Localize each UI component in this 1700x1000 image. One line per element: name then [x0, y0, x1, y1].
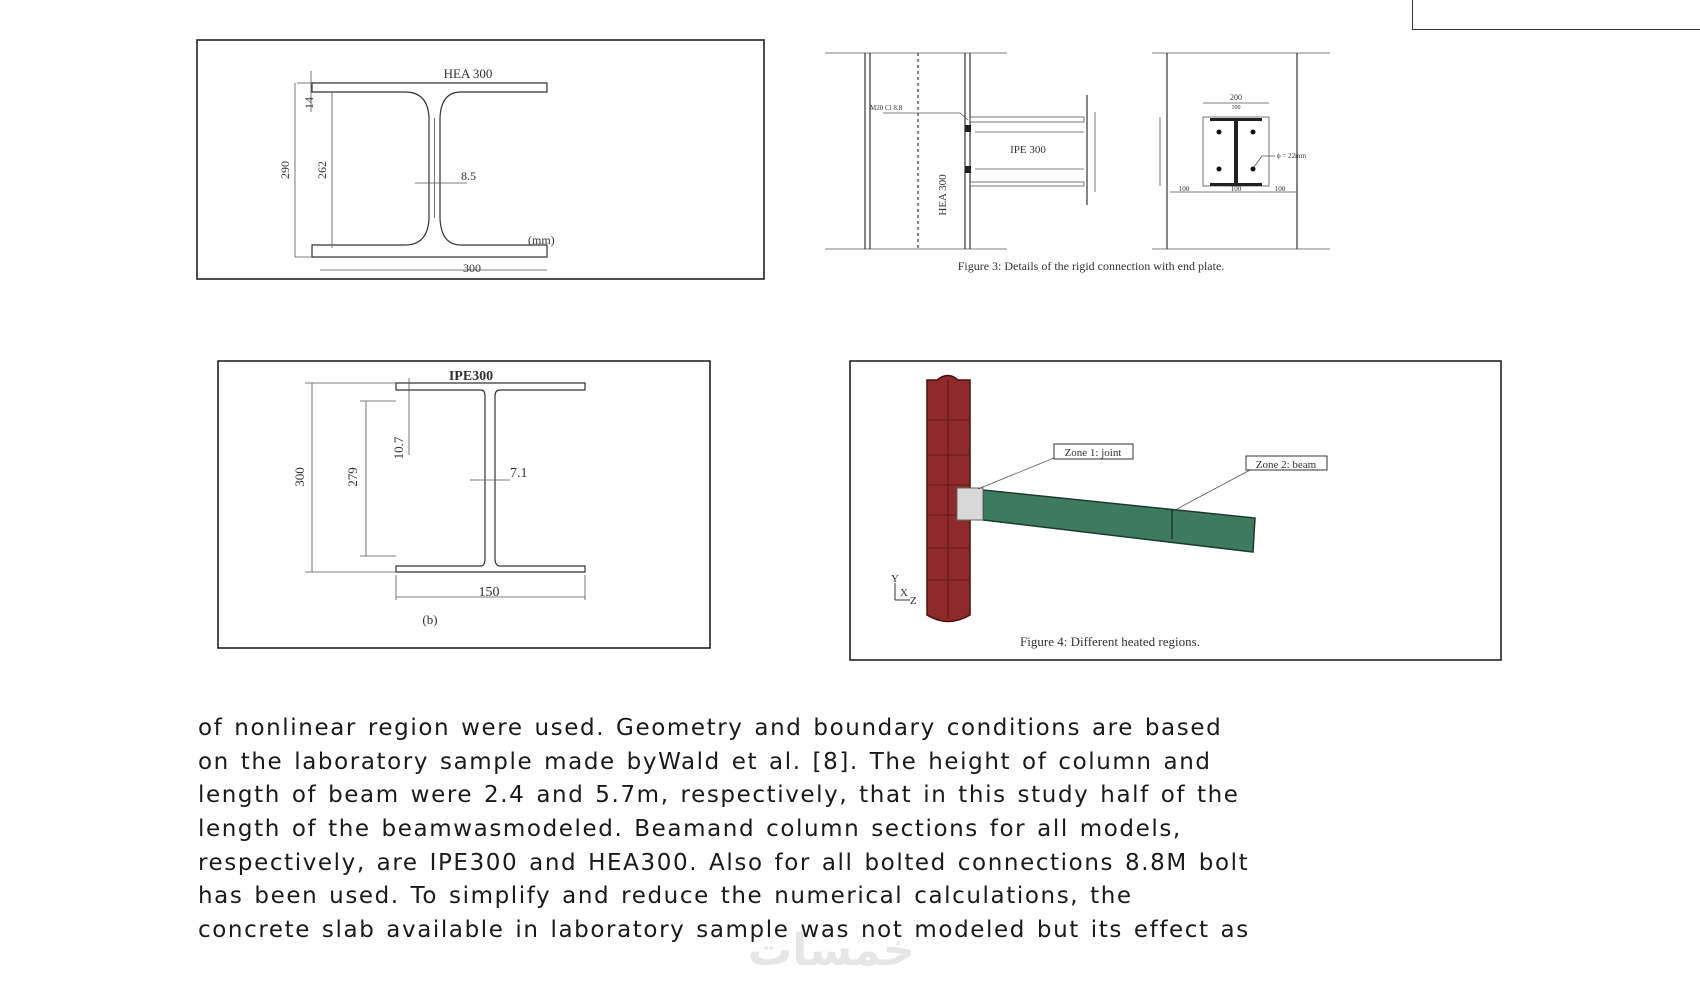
ipe-title: IPE300 — [449, 369, 493, 384]
ipe-sublabel: (b) — [422, 612, 437, 627]
beam-zone — [982, 489, 1256, 553]
spacing-3: 100 — [1275, 185, 1286, 193]
axis-triad-icon: Y X Z — [891, 573, 917, 607]
axis-x: X — [900, 587, 908, 599]
hea-dim-8-5: 8.5 — [461, 169, 476, 183]
ipe-dim-150: 150 — [479, 585, 500, 600]
figure4-caption: Figure 4: Different heated regions. — [1020, 634, 1200, 649]
figure4-heated-regions: Zone 1: joint Zone 2: beam Y X Z Figure … — [849, 360, 1502, 661]
figure3-caption: Figure 3: Details of the rigid connectio… — [958, 259, 1225, 273]
body-line: respectively, are IPE300 and HEA300. Als… — [198, 849, 1250, 876]
page-corner-box — [1412, 0, 1700, 30]
plate-sub: 100 — [1232, 105, 1241, 111]
bolt-label: M20 Cl 8.8 — [870, 104, 903, 112]
zone1-label: Zone 1: joint — [1065, 447, 1122, 459]
body-line: length of the beamwasmodeled. Beamand co… — [198, 816, 1182, 843]
body-paragraph: of nonlinear region were used. Geometry … — [198, 712, 1518, 948]
axis-y: Y — [891, 573, 899, 585]
body-line: has been used. To simplify and reduce th… — [198, 883, 1133, 910]
body-line: length of beam were 2.4 and 5.7m, respec… — [198, 782, 1240, 809]
hea-units: (mm) — [528, 233, 555, 247]
ipe-dim-279: 279 — [345, 467, 360, 487]
hea-dim-300: 300 — [463, 261, 481, 275]
hea-dim-262: 262 — [315, 161, 329, 179]
body-line: of nonlinear region were used. Geometry … — [198, 715, 1223, 741]
ipe-dim-10-7: 10.7 — [391, 436, 406, 459]
body-line: on the laboratory sample made byWald et … — [198, 748, 1212, 775]
figure3-connection-detail: M20 Cl 8.8 IPE 300 HEA 300 200 100 ϕ = 2… — [825, 52, 1330, 273]
figure-hea300-section: HEA 300 290 262 14 8.5 (mm) 300 — [196, 39, 765, 280]
figure-ipe300-section: IPE300 300 279 10.7 7.1 150 (b) — [217, 360, 711, 649]
ipe-dim-7-1: 7.1 — [510, 466, 528, 481]
hea-dim-290: 290 — [278, 161, 292, 179]
ipe-dim-300: 300 — [292, 467, 307, 487]
column-label: HEA 300 — [937, 174, 949, 216]
plate-width: 200 — [1230, 93, 1242, 102]
hole-label: ϕ = 22mm — [1277, 152, 1307, 160]
spacing-2: 100 — [1231, 185, 1242, 193]
axis-z: Z — [910, 595, 917, 607]
zone2-label: Zone 2: beam — [1256, 459, 1317, 471]
hea-title: HEA 300 — [444, 66, 493, 81]
spacing-1: 100 — [1179, 185, 1190, 193]
hea-dim-14: 14 — [302, 97, 316, 109]
beam-label: IPE 300 — [1010, 144, 1046, 156]
watermark: خمسات — [748, 925, 915, 976]
body-line: concrete slab available in laboratory sa… — [198, 917, 1250, 944]
